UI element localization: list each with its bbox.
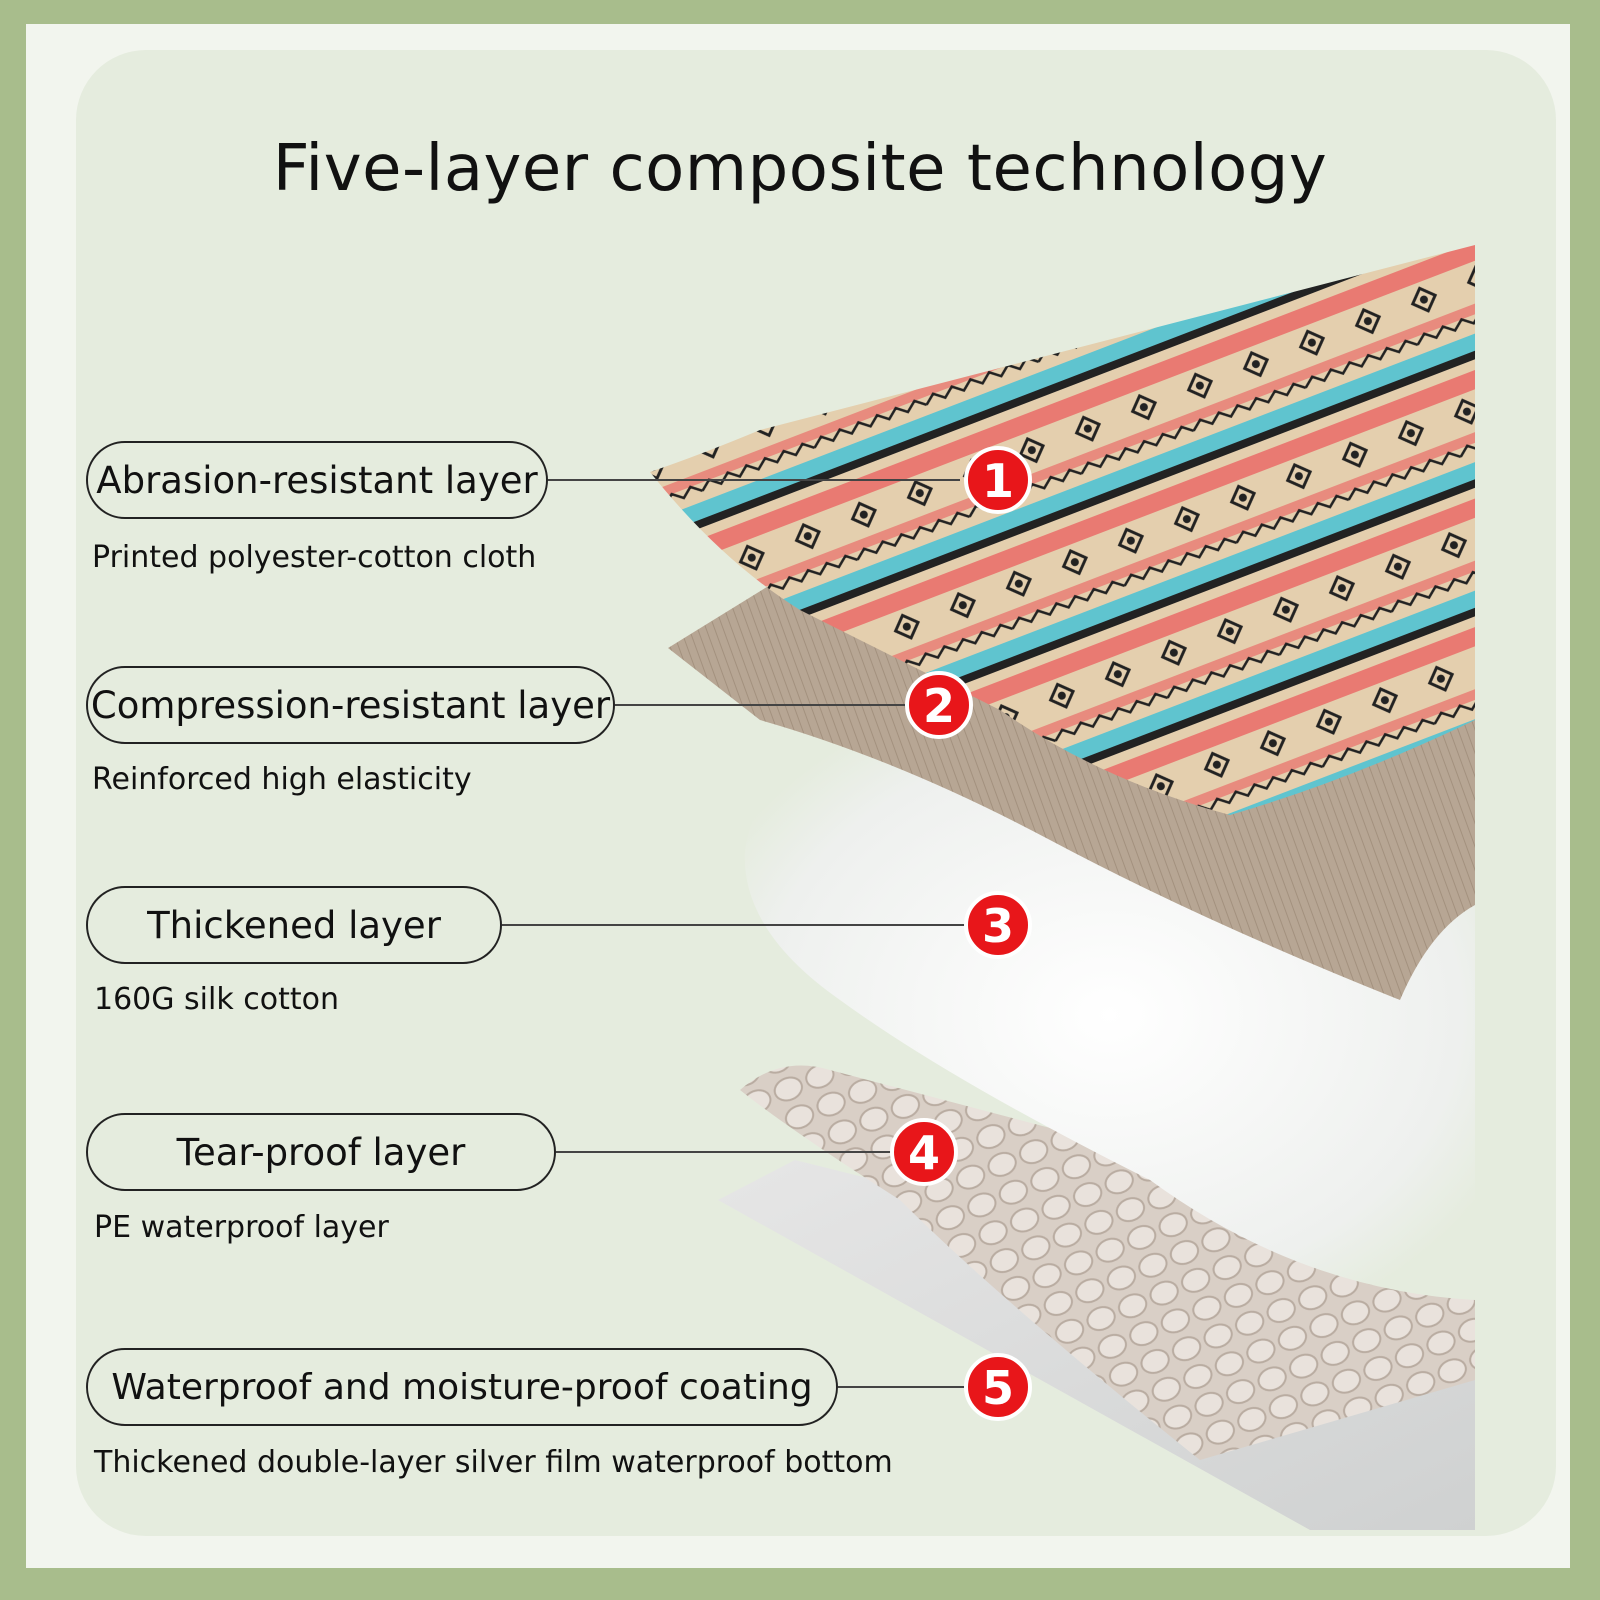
layer-5-name-pill: Waterproof and moisture-proof coating (86, 1348, 838, 1426)
layer-2-description: Reinforced high elasticity (92, 762, 472, 797)
badge-1: 1 (964, 446, 1032, 514)
badge-3: 3 (964, 891, 1032, 959)
layer-3-name-pill: Thickened layer (86, 886, 502, 964)
page-title: Five-layer composite technology (272, 132, 1328, 206)
layer-4-name-pill: Tear-proof layer (86, 1113, 556, 1191)
badge-2: 2 (905, 671, 973, 739)
badge-1-number: 1 (982, 454, 1014, 508)
badge-5: 5 (964, 1353, 1032, 1421)
badge-4-number: 4 (908, 1126, 940, 1180)
badge-2-number: 2 (923, 679, 955, 733)
layer-1-name-pill: Abrasion-resistant layer (86, 441, 548, 519)
badge-3-number: 3 (982, 899, 1014, 953)
layer-3-description: 160G silk cotton (94, 982, 339, 1017)
badge-4: 4 (890, 1118, 958, 1186)
badge-5-number: 5 (982, 1361, 1014, 1415)
printed-fabric-layer (650, 245, 1475, 815)
layer-2-name-pill: Compression-resistant layer (86, 666, 615, 744)
layer-5-description: Thickened double-layer silver film water… (94, 1445, 893, 1480)
layer-1-description: Printed polyester-cotton cloth (92, 540, 537, 575)
layer-4-description: PE waterproof layer (94, 1210, 389, 1245)
